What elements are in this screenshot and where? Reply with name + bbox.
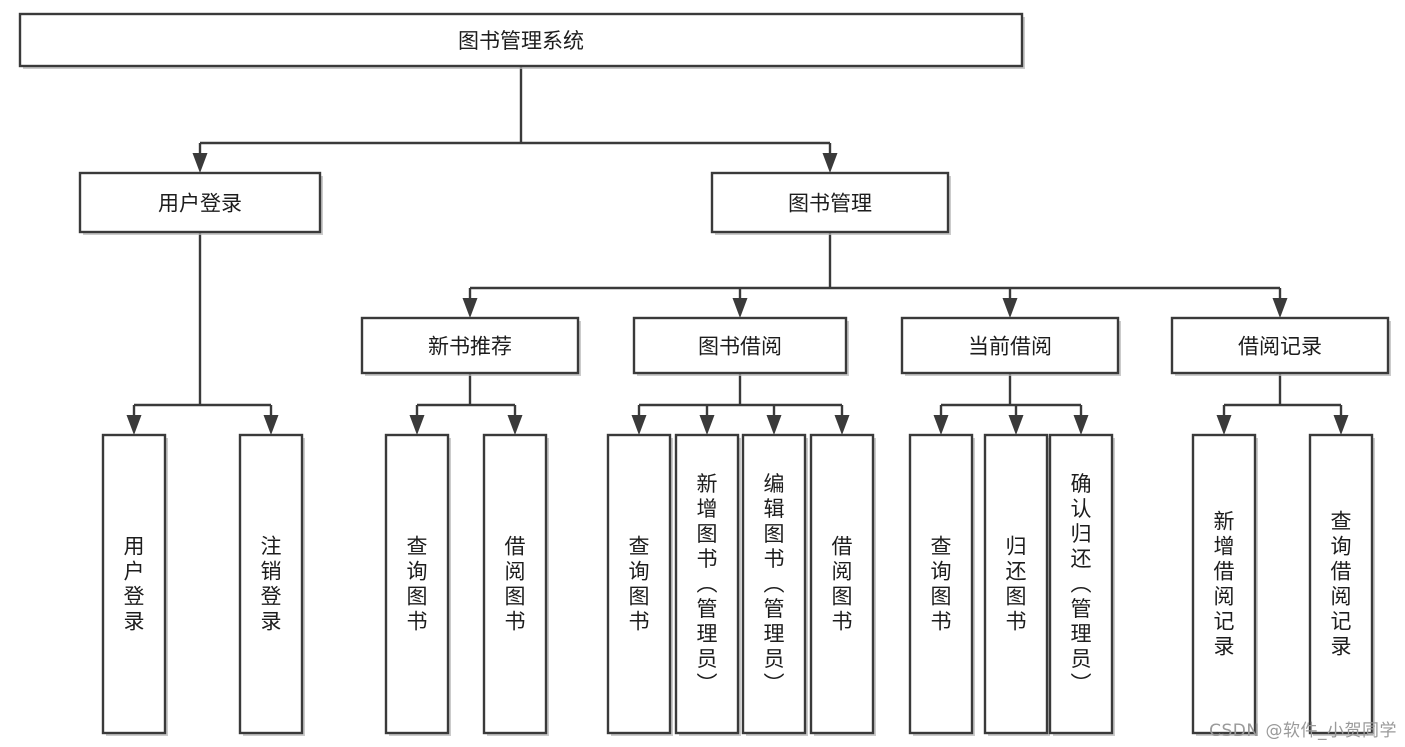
node-label: 查询图书 [931,535,952,634]
node-label: 查询借阅记录 [1331,510,1352,659]
node-label: 图书管理系统 [458,29,584,53]
node-borrow-record[interactable]: 借阅记录 [1170,316,1391,376]
node-leaf-borrow-book-rec[interactable]: 借阅图书 [482,433,549,736]
edge-group-borrow-record [1216,373,1349,435]
node-label: 借阅记录 [1238,335,1322,359]
node-label: 新书推荐 [428,335,512,359]
edge-group-book-borrow [631,373,850,435]
node-box[interactable] [78,171,322,234]
node-box[interactable] [674,433,740,735]
edge-group-current-borrow [933,373,1089,435]
node-label: 注销登录 [261,535,282,634]
node-label: 查询图书 [407,535,428,634]
edge-group-root [192,66,838,173]
node-book-borrow[interactable]: 图书借阅 [632,316,849,376]
node-box[interactable] [18,12,1024,68]
node-label: 用户登录 [124,535,145,634]
node-leaf-query-book-br[interactable]: 查询图书 [606,433,673,736]
node-label: 新增图书︵管理员︶ [697,472,718,696]
node-box[interactable] [384,433,450,735]
node-label: 查询图书 [629,535,650,634]
edge-group-book-manage [462,232,1288,318]
node-label: 图书管理 [788,192,872,216]
node-box[interactable] [908,433,974,735]
node-box[interactable] [710,171,950,234]
node-leaf-query-book-rec[interactable]: 查询图书 [384,433,451,736]
node-leaf-query-record[interactable]: 查询借阅记录 [1308,433,1375,736]
node-label: 编辑图书︵管理员︶ [764,472,785,696]
node-leaf-borrow-book-br[interactable]: 借阅图书 [809,433,876,736]
node-box[interactable] [741,433,807,735]
node-root[interactable]: 图书管理系统 [18,12,1025,69]
node-box[interactable] [809,433,875,735]
node-box[interactable] [101,433,167,735]
nodes-layer: 图书管理系统用户登录图书管理新书推荐图书借阅当前借阅借阅记录用户登录注销登录查询… [18,12,1391,736]
node-box[interactable] [983,433,1049,735]
node-leaf-add-book[interactable]: 新增图书︵管理员︶ [674,433,741,736]
node-label: 借阅图书 [832,535,853,634]
edge-group-user-login [126,232,279,435]
node-label: 确认归还︵管理员︶ [1071,472,1092,696]
node-box[interactable] [360,316,580,375]
node-box[interactable] [606,433,672,735]
node-box[interactable] [238,433,304,735]
node-new-book-rec[interactable]: 新书推荐 [360,316,581,376]
node-leaf-add-record[interactable]: 新增借阅记录 [1191,433,1258,736]
node-label: 归还图书 [1006,535,1027,634]
node-leaf-confirm-return[interactable]: 确认归还︵管理员︶ [1048,433,1115,736]
node-box[interactable] [900,316,1120,375]
node-box[interactable] [482,433,548,735]
node-label: 图书借阅 [698,335,782,359]
node-user-login[interactable]: 用户登录 [78,171,323,235]
edges-layer [126,66,1349,435]
node-label: 当前借阅 [968,335,1052,359]
edge-group-new-book-rec [409,373,523,435]
node-leaf-query-book-cb[interactable]: 查询图书 [908,433,975,736]
node-box[interactable] [632,316,848,375]
node-box[interactable] [1048,433,1114,735]
node-leaf-return-book[interactable]: 归还图书 [983,433,1050,736]
node-box[interactable] [1191,433,1257,735]
node-book-manage[interactable]: 图书管理 [710,171,951,235]
node-label: 用户登录 [158,192,242,216]
node-label: 借阅图书 [505,535,526,634]
node-box[interactable] [1308,433,1374,735]
node-current-borrow[interactable]: 当前借阅 [900,316,1121,376]
node-leaf-user-login[interactable]: 用户登录 [101,433,168,736]
node-box[interactable] [1170,316,1390,375]
node-leaf-user-logout[interactable]: 注销登录 [238,433,305,736]
node-leaf-edit-book[interactable]: 编辑图书︵管理员︶ [741,433,808,736]
node-label: 新增借阅记录 [1214,510,1235,659]
